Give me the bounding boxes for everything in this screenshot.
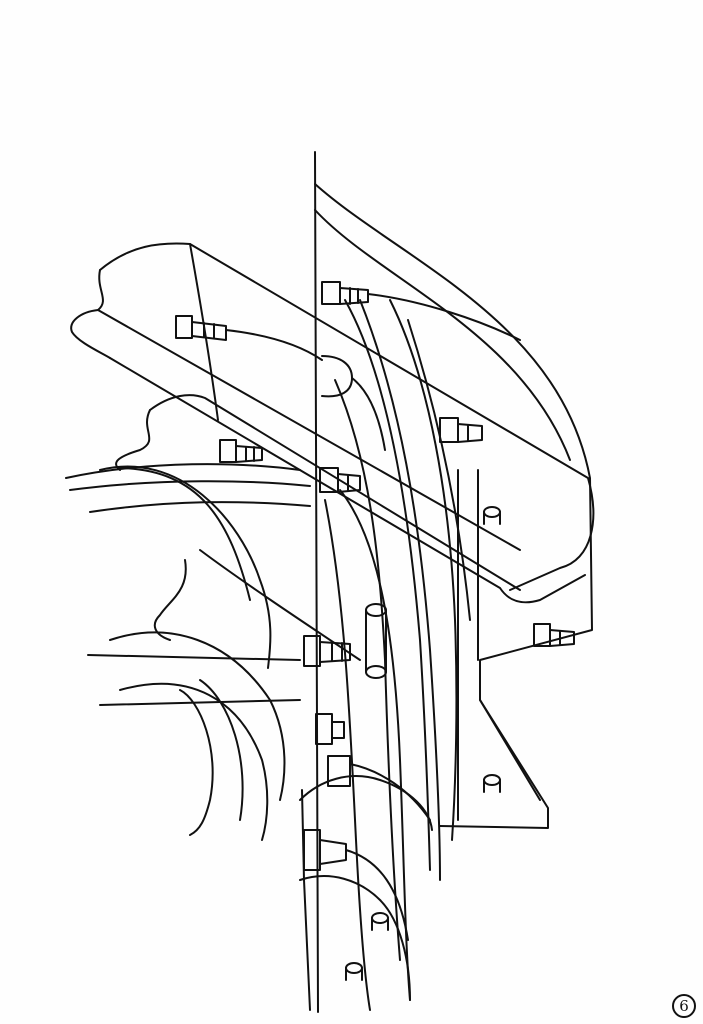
top-tray-lower-edge [109,357,586,604]
connector-plug-lower-2 [315,713,345,745]
right-bracket-outer [314,183,593,829]
connector-cap-2 [483,774,501,793]
middle-tray-edge [153,559,187,641]
cable-vertical-5 [339,489,411,1001]
lower-curve-left [299,775,433,831]
lower-base-line [303,879,311,1011]
wire-left-5 [119,467,251,601]
connector-plug-center [319,467,361,493]
top-tray-left-lip [70,269,111,359]
connector-plug-lower-3 [327,755,431,821]
connector-sleeve [365,603,387,679]
connector-cap-1 [483,506,501,525]
lower-tray-left [179,689,214,836]
connector-plug-left-top [175,315,323,361]
right-bracket-diagonal [479,699,541,801]
connector-plug-mid [321,355,386,451]
connector-plug-lower-1 [303,635,351,667]
connector-cap-3 [371,912,389,931]
cable-vertical-6 [389,299,458,841]
connector-plug-top [321,281,521,341]
connector-plug-tray-right [533,623,575,647]
lower-tray-base [99,699,301,706]
wire-left-8 [199,679,244,821]
cable-vertical-7 [407,319,471,621]
cable-vertical-2 [359,299,441,881]
lower-curve-fan [299,875,411,1001]
connector-plug-right [439,417,483,443]
right-bracket-inner [314,209,571,461]
vertical-seam-line [314,151,319,1013]
wire-left-7 [119,682,269,841]
page-number: 6 [672,994,696,1018]
wire-left-3 [89,501,311,513]
middle-tray-lip [115,409,151,471]
wire-left-4 [99,465,272,669]
connector-cap-4 [345,962,363,981]
connector-plug-lower-4 [303,829,409,941]
connector-plug-mid-left [219,439,263,463]
top-tray-upper-edge [99,242,595,591]
cable-vertical-1 [344,299,431,871]
middle-tray-upper [149,394,521,591]
lower-tray-base-2 [87,654,301,661]
cable-vertical-4 [324,499,371,1011]
top-tray-inner-line [97,309,521,551]
middle-tray-lower [199,549,361,661]
wire-left-1 [65,463,301,479]
wire-left-2 [69,480,311,491]
wire-left-6 [109,631,286,801]
